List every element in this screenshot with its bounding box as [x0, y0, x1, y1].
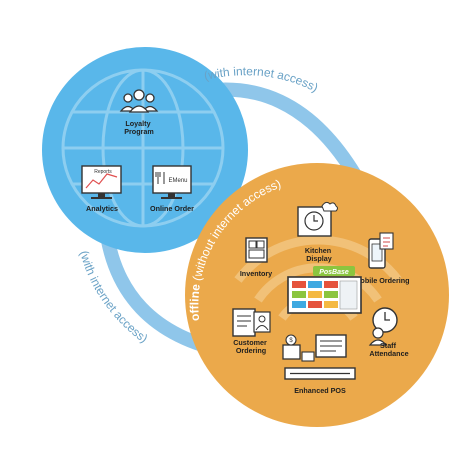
mobile-order-icon: [368, 232, 394, 269]
loyalty-program-label: Loyalty Program: [124, 119, 154, 136]
svg-text:PosBase: PosBase: [319, 269, 349, 276]
brand-badge: PosBase: [313, 266, 355, 276]
reports-screen-text: Reports: [94, 169, 112, 175]
staff-attendance-label: Staff Attendance: [369, 341, 408, 358]
people-group-icon: [119, 89, 159, 113]
pos-dashboard-icon: [287, 276, 362, 314]
enhanced-pos-label: Enhanced POS: [294, 386, 346, 395]
inventory-label: Inventory: [240, 269, 272, 278]
customer-ordering-label: Customer Ordering: [233, 338, 269, 355]
mobile-ordering-label: Mobile Ordering: [354, 276, 409, 285]
staff-clock-icon: [368, 307, 398, 346]
offline-hub: offline (without internet access) Kitche…: [185, 163, 449, 427]
reports-chart-icon: Reports: [81, 165, 122, 199]
kitchen-display-label: Kitchen Display: [305, 246, 333, 263]
analytics-label: Analytics: [86, 204, 118, 213]
emenu-screen-text: EMenu: [168, 178, 187, 184]
online-hub: Loyalty Program Reports Analytics EMenu …: [42, 47, 248, 253]
pos-terminal-icon: $: [282, 334, 356, 380]
chef-clock-icon: [297, 201, 338, 237]
svg-text:$: $: [289, 338, 293, 344]
boxes-icon: [245, 237, 268, 263]
online-order-label: Online Order: [150, 204, 194, 213]
menu-card-icon: [232, 308, 271, 337]
emenu-monitor-icon: EMenu: [152, 165, 192, 199]
